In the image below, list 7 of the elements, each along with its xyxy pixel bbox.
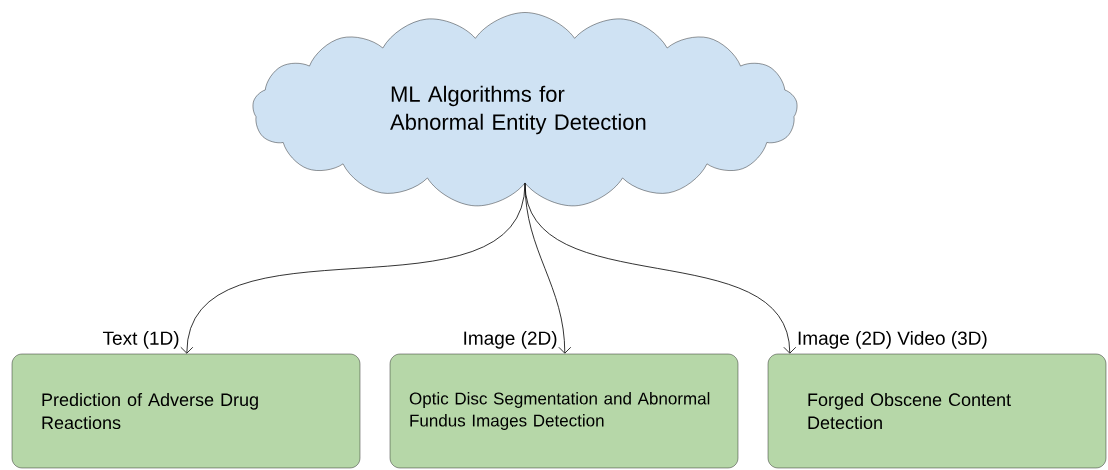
edge-label: Text (1D) bbox=[102, 330, 179, 349]
edge-label: Image (2D) Video (3D) bbox=[798, 330, 987, 349]
process-box: Optic Disc Segmentation and Abnormal Fundus Images Detection bbox=[389, 353, 739, 469]
edge-label: Image (2D) bbox=[464, 330, 557, 349]
process-box: Forged Obscene Content Detection bbox=[767, 353, 1107, 469]
process-box: Prediction of Adverse Drug Reactions bbox=[11, 353, 361, 469]
arrow bbox=[524, 182, 797, 354]
